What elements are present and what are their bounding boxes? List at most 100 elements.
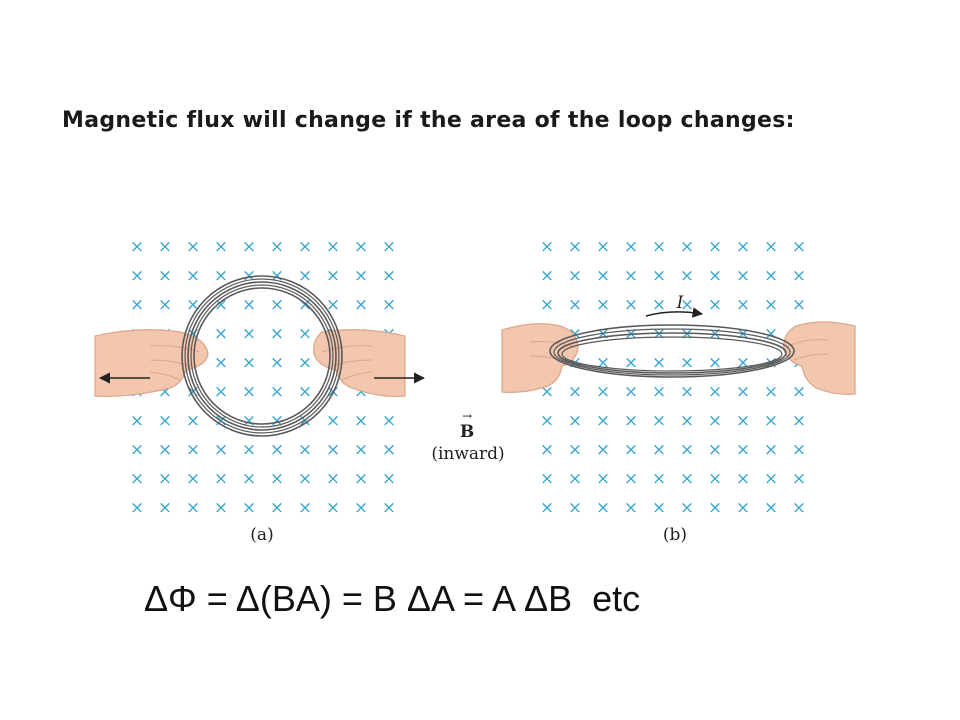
panel-a-field-mark: × xyxy=(354,295,368,315)
loop-b-coil xyxy=(549,324,795,378)
panel-a-field-mark: × xyxy=(158,266,172,286)
panel-a-field-mark: × xyxy=(130,237,144,257)
panel-a-caption: (a) xyxy=(250,525,273,545)
panel-b-field-mark: × xyxy=(652,382,666,402)
panel-b-field-mark: × xyxy=(764,440,778,460)
panel-a-field-mark: × xyxy=(326,237,340,257)
panel-a-field-mark: × xyxy=(242,440,256,460)
panel-b-field-mark: × xyxy=(736,440,750,460)
loop-a-coil xyxy=(181,275,343,437)
panel-b-field-mark: × xyxy=(540,440,554,460)
panel-a-field-mark: × xyxy=(130,498,144,518)
panel-b-field-mark: × xyxy=(540,266,554,286)
panel-a-field-mark: × xyxy=(326,411,340,431)
panel-b-field-mark: × xyxy=(596,469,610,489)
panel-b-field-mark: × xyxy=(596,411,610,431)
panel-b-field-mark: × xyxy=(736,411,750,431)
panel-a-field-mark: × xyxy=(186,498,200,518)
panel-a-field-mark: × xyxy=(326,295,340,315)
panel-a-field-mark: × xyxy=(242,469,256,489)
field-label: → B (inward) xyxy=(431,409,504,464)
panel-a-field-mark: × xyxy=(158,440,172,460)
panel-b-field-mark: × xyxy=(652,411,666,431)
panel-a-field-mark: × xyxy=(158,411,172,431)
panel-a-field-mark: × xyxy=(354,411,368,431)
panel-a-field-mark: × xyxy=(354,440,368,460)
right-hand-a-shape xyxy=(313,329,406,397)
panel-a-field-mark: × xyxy=(270,324,284,344)
panel-b: ××××××××××××××××××××××××××××××××××××××××… xyxy=(501,237,856,545)
panel-a-field-mark: × xyxy=(158,237,172,257)
panel-a-field-mark: × xyxy=(354,498,368,518)
field-arrow-icon: → xyxy=(462,409,472,423)
panel-a-field-mark: × xyxy=(354,237,368,257)
panel-b-field-mark: × xyxy=(708,469,722,489)
panel-a-field-mark: × xyxy=(326,266,340,286)
field-direction-note: (inward) xyxy=(431,444,504,464)
panel-b-field-mark: × xyxy=(736,266,750,286)
panel-a-field-mark: × xyxy=(242,498,256,518)
panel-a-field-mark: × xyxy=(270,440,284,460)
panel-a-field-mark: × xyxy=(270,382,284,402)
panel-a-field-mark: × xyxy=(298,440,312,460)
flux-equation: ΔΦ = Δ(BA) = B ΔA = A ΔB etc xyxy=(144,578,641,619)
panel-b-field-mark: × xyxy=(792,469,806,489)
panel-a-field-mark: × xyxy=(382,237,396,257)
panel-b-field-mark: × xyxy=(624,295,638,315)
panel-b-field-mark: × xyxy=(680,411,694,431)
panel-b-field-mark: × xyxy=(624,440,638,460)
panel-a-field-mark: × xyxy=(270,469,284,489)
panel-b-field-mark: × xyxy=(540,498,554,518)
panel-a-field-mark: × xyxy=(382,266,396,286)
panel-b-field-mark: × xyxy=(652,498,666,518)
panel-a-field-mark: × xyxy=(382,469,396,489)
panel-b-field-mark: × xyxy=(596,237,610,257)
panel-a-field-mark: × xyxy=(158,469,172,489)
panel-a-field-mark: × xyxy=(326,498,340,518)
panel-b-field-mark: × xyxy=(764,411,778,431)
panel-b-field-mark: × xyxy=(596,266,610,286)
panel-a-field-mark: × xyxy=(354,469,368,489)
panel-a-field-mark: × xyxy=(298,295,312,315)
panel-b-field-mark: × xyxy=(624,469,638,489)
panel-b-field-mark: × xyxy=(568,266,582,286)
panel-a-field-mark: × xyxy=(186,266,200,286)
current-arrow xyxy=(645,307,704,318)
panel-a-field-mark: × xyxy=(130,295,144,315)
panel-b-field-mark: × xyxy=(652,237,666,257)
panel-b-field-mark: × xyxy=(680,353,694,373)
panel-a-field-mark: × xyxy=(214,353,228,373)
panel-b-field-mark: × xyxy=(736,382,750,402)
panel-b-field-mark: × xyxy=(568,469,582,489)
right-hand-b xyxy=(783,321,856,395)
panel-a-field-mark: × xyxy=(270,237,284,257)
panel-a-field-mark: × xyxy=(214,469,228,489)
panel-a-field-mark: × xyxy=(130,469,144,489)
panel-a-field-mark: × xyxy=(242,353,256,373)
panel-a-field-mark: × xyxy=(158,295,172,315)
panel-a-field-mark: × xyxy=(242,382,256,402)
slide-heading: Magnetic flux will change if the area of… xyxy=(62,108,795,133)
left-hand-a-fingers xyxy=(149,345,201,381)
panel-b-field-mark: × xyxy=(708,237,722,257)
panel-a-field-mark: × xyxy=(214,498,228,518)
right-hand-a xyxy=(313,329,406,397)
right-hand-b-shape xyxy=(783,321,856,395)
panel-a-field-mark: × xyxy=(242,324,256,344)
panel-a: × × × × × × × × × × × × × × × × × × × × × × × × × × × × × × × × × × × × × × × ×… xyxy=(94,237,426,545)
panel-a-field-mark: × xyxy=(186,237,200,257)
panel-b-field-mark: × xyxy=(792,266,806,286)
panel-a-field-mark: × xyxy=(214,324,228,344)
panel-b-field-mark: × xyxy=(596,498,610,518)
panel-b-field-mark: × xyxy=(568,411,582,431)
panel-b-field-mark: × xyxy=(596,295,610,315)
panel-a-field-mark: × xyxy=(158,498,172,518)
panel-a-field-mark: × xyxy=(382,440,396,460)
panel-b-field-mark: × xyxy=(792,411,806,431)
panel-b-field-mark: × xyxy=(764,295,778,315)
panel-b-field-mark: × xyxy=(708,266,722,286)
panel-b-field-mark: × xyxy=(540,295,554,315)
panel-a-field-mark: × xyxy=(130,440,144,460)
panel-b-field-mark: × xyxy=(652,440,666,460)
